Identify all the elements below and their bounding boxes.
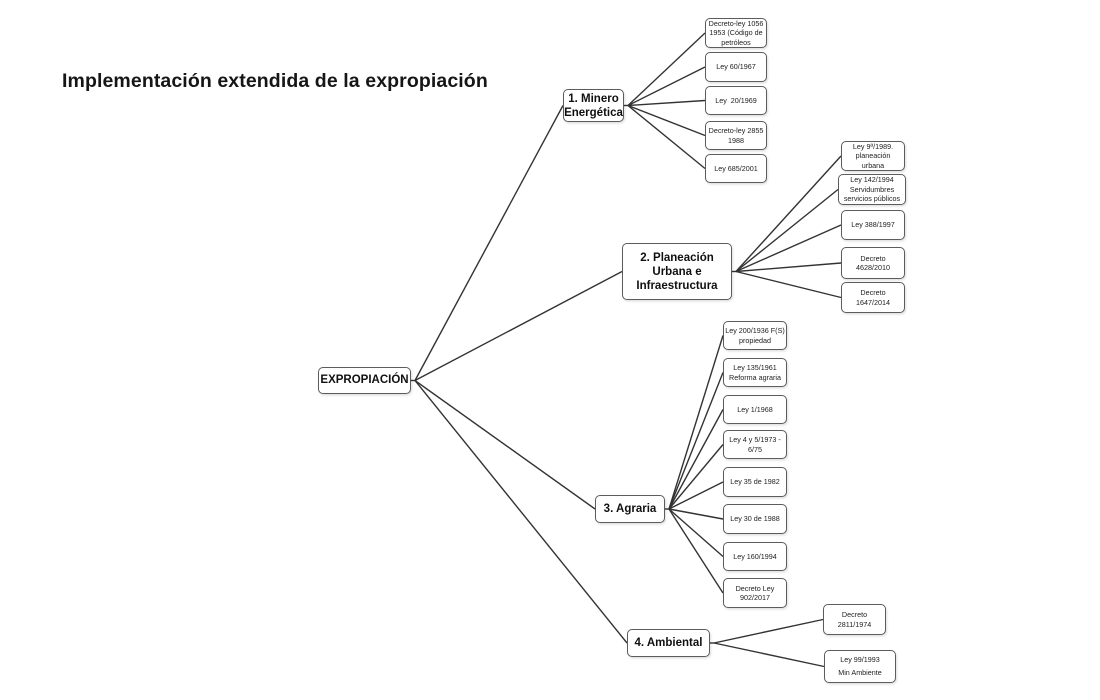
node-label-line: Ley 388/1997 [851, 220, 895, 230]
node-label-line: 4. Ambiental [634, 637, 703, 649]
node-label-line: Decreto Ley [735, 583, 775, 593]
node-label-line: Urbana e [652, 265, 702, 278]
node-label-line: Reforma agraria [729, 372, 781, 382]
connector-line [735, 224, 842, 273]
leaf-ley-160-1994: Ley 160/1994 [723, 542, 787, 571]
node-label-line: Ley 200/1936 F(S) [725, 326, 785, 336]
node-3-agraria: 3. Agraria [595, 495, 665, 523]
node-label-line: Decreto-ley 1056 [708, 18, 764, 28]
node-expropiacion: EXPROPIACIÓN [318, 367, 411, 394]
connector-line [414, 270, 623, 382]
node-label-line: Infraestructura [636, 279, 718, 292]
connector-line [627, 66, 706, 107]
node-label-line: 2811/1974 [837, 619, 872, 629]
leaf-ley-60-1967: Ley 60/1967 [705, 52, 767, 82]
connector-line [735, 155, 842, 272]
node-label-line: Ley 60/1967 [716, 62, 756, 72]
connector-line [713, 642, 825, 668]
node-label-line: Ley 9ª/1989. [852, 141, 894, 151]
connector-line [668, 372, 724, 510]
connector-line [414, 380, 628, 644]
node-label-line: 3. Agraria [603, 503, 657, 515]
connector-line [668, 508, 724, 520]
node-label-line: servicios públicos [843, 194, 901, 204]
node-label-line: Ley 30 de 1988 [730, 514, 780, 524]
node-label-line: Ley 99/1993 [840, 655, 880, 664]
node-label-line: 1. Minero [568, 92, 619, 105]
connector-line [668, 444, 724, 510]
node-label-line: EXPROPIACIÓN [320, 374, 409, 386]
node-label-line: Ley 160/1994 [733, 551, 777, 561]
connector-line [627, 104, 706, 170]
node-label-line: Ley 685/2001 [714, 163, 758, 173]
connector-line [668, 335, 724, 510]
node-label-line: propiedad [739, 335, 771, 345]
node-label-line: urbana [861, 160, 885, 170]
leaf-ley-30-de-1988: Ley 30 de 1988 [723, 504, 787, 534]
leaf-ley-20-1969: Ley 20/1969 [705, 86, 767, 115]
leaf-ley-388-1997: Ley 388/1997 [841, 210, 905, 240]
connector-line [735, 188, 839, 273]
node-label-line: 6/75 [748, 444, 762, 454]
connector-line [668, 481, 724, 510]
connector-line [735, 262, 842, 273]
node-label-line: Decreto [860, 288, 886, 298]
connector-line [735, 270, 842, 299]
node-label-line: Servidumbres [849, 184, 895, 194]
connector-line [414, 379, 596, 510]
node-label-line: Decreto [860, 253, 886, 263]
node-4-ambiental: 4. Ambiental [627, 629, 710, 657]
leaf-ley-685-2001: Ley 685/2001 [705, 154, 767, 183]
node-label-line: Min Ambiente [838, 667, 882, 677]
connector-line [668, 508, 724, 594]
node-label-line: Ley 135/1961 [733, 363, 777, 373]
node-label-line: Decreto-ley 2855 [708, 126, 764, 136]
node-label-line: planeación [855, 151, 891, 161]
page-title: Implementación extendida de la expropiac… [62, 70, 488, 92]
node-label-line: Ley 35 de 1982 [730, 477, 780, 487]
node-label-line: 4628/2010 [856, 263, 890, 272]
leaf-ley-35-de-1982: Ley 35 de 1982 [723, 467, 787, 497]
node-label-line: Ley 4 y 5/1973 - [729, 435, 781, 445]
leaf-ley-200-1936-f-s-propiedad: Ley 200/1936 F(S)propiedad [723, 321, 787, 350]
leaf-ley-1-1968: Ley 1/1968 [723, 395, 787, 424]
node-label-line: 902/2017 [740, 593, 770, 602]
node-label-line: Ley 1/1968 [737, 404, 773, 414]
connector-line [414, 105, 564, 381]
node-label-line: petróleos [721, 37, 751, 47]
node-label-line: Ley 142/1994 [850, 175, 894, 185]
node-label-line: 2. Planeación [640, 251, 714, 264]
node-label-line: Decreto [841, 610, 868, 620]
connector-line [668, 409, 724, 510]
node-label-line: Energética [564, 106, 623, 119]
connector-line [668, 508, 724, 558]
connector-line [627, 32, 706, 107]
connector-line [627, 104, 706, 137]
leaf-ley-4-y-5-1973-6-75: Ley 4 y 5/1973 -6/75 [723, 430, 787, 459]
node-label-line: 1953 (Código de [709, 28, 763, 38]
connector-line [713, 618, 824, 644]
node-label-line: 1988 [728, 135, 744, 145]
node-label-line: 1647/2014 [856, 297, 890, 307]
node-label-line: Ley 20/1969 [715, 95, 757, 105]
connector-line [627, 99, 706, 107]
